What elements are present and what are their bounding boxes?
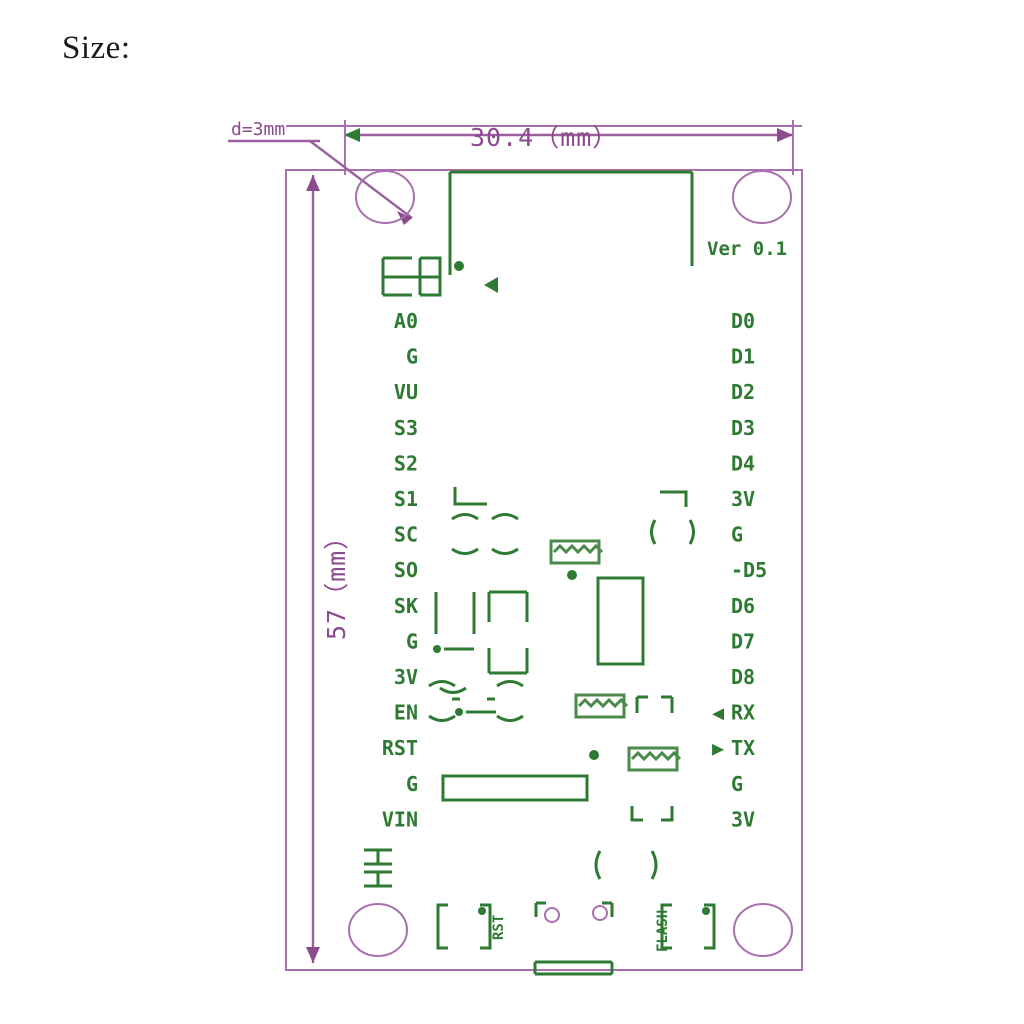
- silkscreen-components: [364, 487, 695, 976]
- pin-label-left-s1-5: S1: [394, 487, 418, 511]
- usb-connector-outline: [448, 170, 694, 275]
- pin-label-right-tx-12: TX: [731, 736, 755, 760]
- mounting-hole-bottom-right: [733, 903, 793, 957]
- height-dimension-label: 57（mm）: [322, 524, 351, 640]
- mounting-hole-bottom-left: [348, 903, 408, 957]
- button-reset[interactable]: RST: [436, 903, 507, 950]
- pin-label-left-g-13: G: [406, 772, 418, 796]
- bottom-pads: [534, 901, 614, 923]
- pin-label-right-d2-2: D2: [731, 380, 755, 404]
- pin-label-right-g-13: G: [731, 772, 743, 796]
- pin-label-left-g-9: G: [406, 629, 418, 653]
- pin-label-left-3v-10: 3V: [394, 665, 418, 689]
- usb-orientation-marker: [484, 277, 498, 293]
- pin-label-right-d0-0: D0: [731, 309, 755, 333]
- pin-label-right-d5-7: -D5: [731, 558, 767, 582]
- mounting-hole-top-left: [355, 170, 415, 224]
- pin-direction-marker-rx: ◀: [712, 701, 724, 725]
- pin-label-right-d6-8: D6: [731, 594, 755, 618]
- page-title: Size:: [62, 30, 131, 66]
- pin-label-left-s3-3: S3: [394, 416, 418, 440]
- mounting-hole-top-right: [732, 170, 792, 224]
- hole-diameter-label: d=3mm: [231, 119, 285, 140]
- pin-label-left-g-1: G: [406, 345, 418, 369]
- pin-label-right-d7-9: D7: [731, 629, 755, 653]
- width-dimension-label: 30.4（mm）: [470, 123, 618, 152]
- pin-label-left-s2-4: S2: [394, 451, 418, 475]
- button-flash-label: FLASH: [655, 910, 671, 952]
- pin-label-left-so-7: SO: [394, 558, 418, 582]
- pin-label-right-d8-10: D8: [731, 665, 755, 689]
- pin-label-right-d4-4: D4: [731, 451, 755, 475]
- pin-label-left-rst-12: RST: [382, 736, 418, 760]
- pin-label-right-g-6: G: [731, 523, 743, 547]
- pin-label-left-a0-0: A0: [394, 309, 418, 333]
- pin-label-right-d1-1: D1: [731, 345, 755, 369]
- component-top-left: [381, 256, 442, 297]
- pin-direction-marker-tx: ▶: [712, 736, 724, 760]
- pin-label-right-d3-3: D3: [731, 416, 755, 440]
- button-reset-label: RST: [491, 915, 507, 940]
- pin-label-right-rx-11: RX: [731, 701, 755, 725]
- pin-label-left-sc-6: SC: [394, 523, 418, 547]
- dimension-lines: [228, 120, 803, 971]
- pin-label-right-3v-14: 3V: [731, 807, 755, 831]
- pin-label-left-sk-8: SK: [394, 594, 418, 618]
- pin-label-left-vin-14: VIN: [382, 807, 418, 831]
- mounting-holes: [348, 170, 793, 957]
- pin-label-left-en-11: EN: [394, 701, 418, 725]
- button-flash[interactable]: FLASH: [655, 903, 716, 952]
- pin-label-right-3v-5: 3V: [731, 487, 755, 511]
- pin-label-left-vu-2: VU: [394, 380, 418, 404]
- version-label: Ver 0.1: [707, 238, 787, 260]
